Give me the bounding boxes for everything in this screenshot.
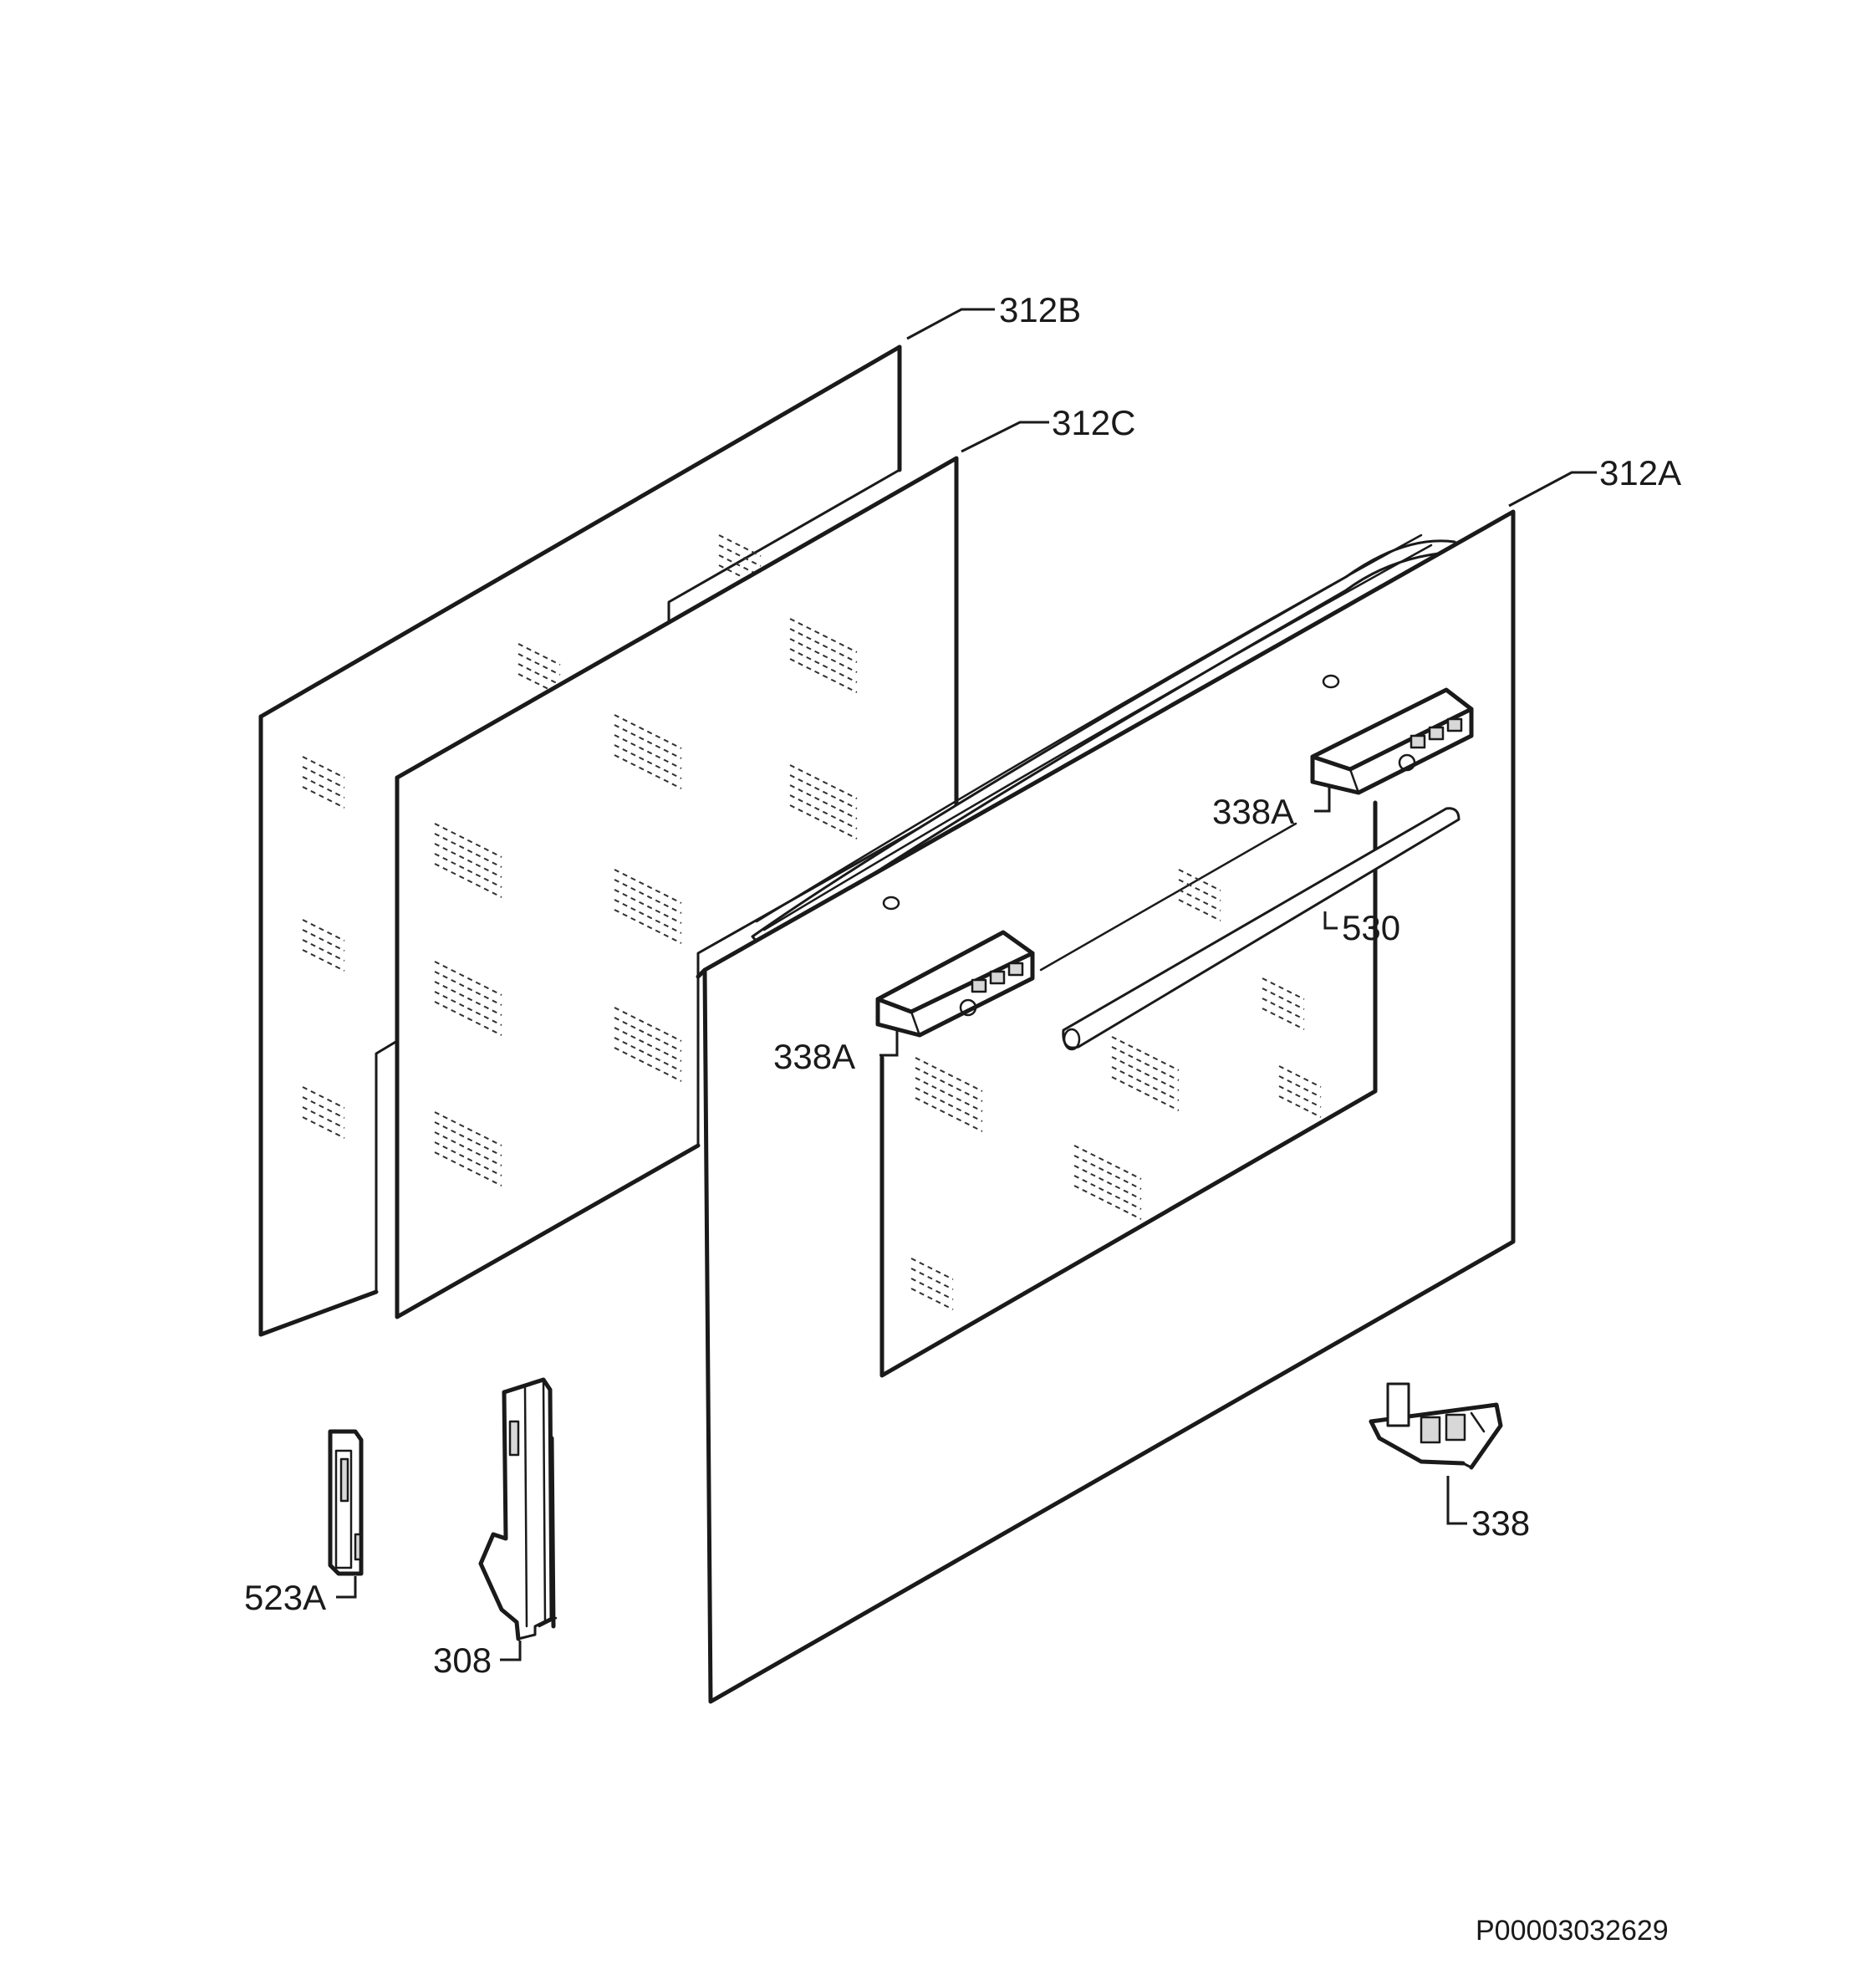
label-308: 308 (433, 1641, 492, 1680)
glass-panel-312c[interactable] (395, 456, 959, 1319)
label-530: 530 (1342, 908, 1400, 947)
label-312c: 312C (1052, 403, 1135, 442)
label-312b: 312B (999, 290, 1081, 329)
label-338: 338 (1471, 1503, 1530, 1543)
label-523a: 523A (244, 1578, 326, 1617)
hinge-block-338a-upper[interactable] (1310, 687, 1474, 795)
hinge-block-338a-lower[interactable] (875, 930, 1035, 1038)
label-338a-lower: 338A (773, 1037, 855, 1076)
latch-catch-338[interactable] (1369, 1382, 1503, 1470)
door-panel-312a[interactable] (696, 509, 1516, 1704)
label-338a-upper: 338A (1212, 792, 1294, 831)
label-312a: 312A (1599, 453, 1681, 492)
drawing-number: P00003032629 (1476, 1915, 1669, 1947)
hinge-308[interactable] (478, 1377, 558, 1641)
bracket-523a[interactable] (328, 1429, 364, 1576)
leader-lines (336, 308, 1597, 1661)
rod-530[interactable] (1062, 807, 1461, 1051)
